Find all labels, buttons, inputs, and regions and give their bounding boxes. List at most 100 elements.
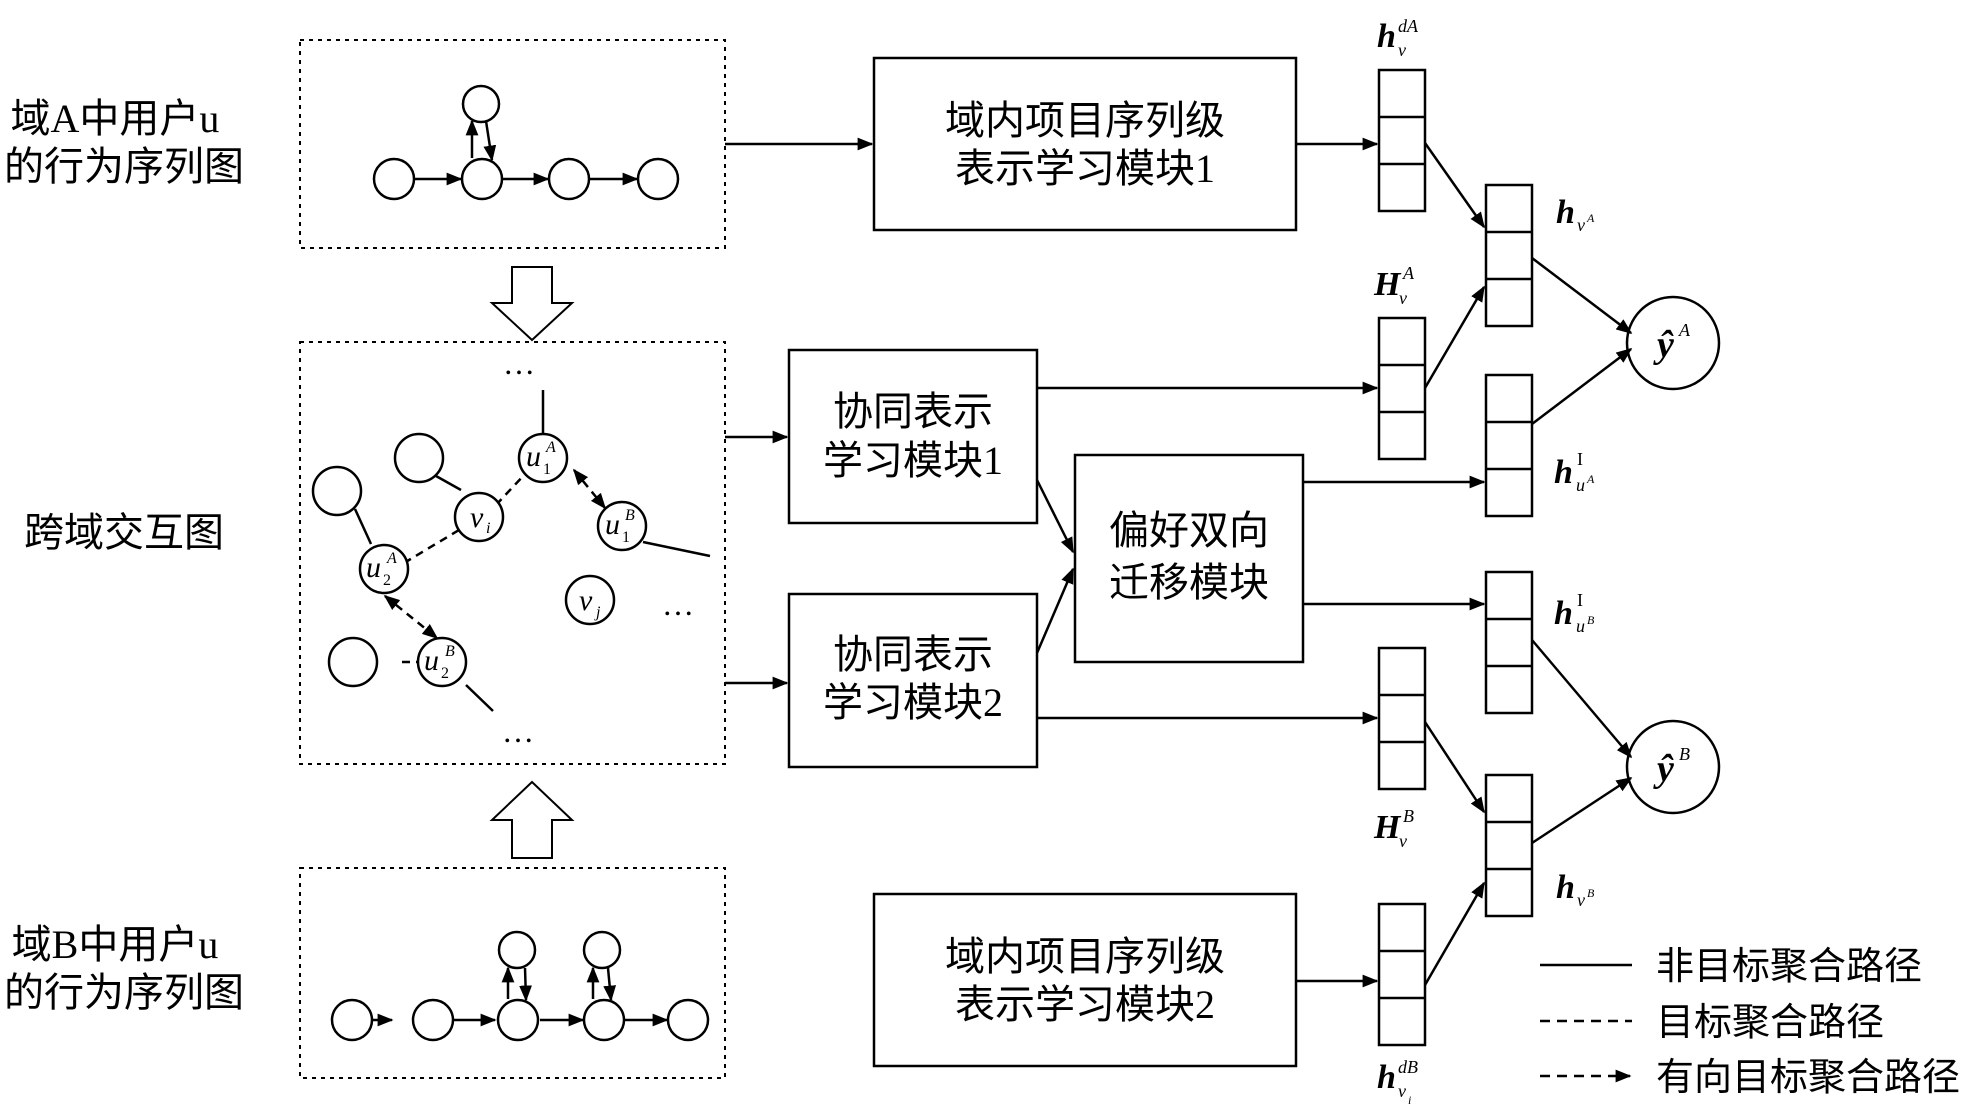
node-u1b-sup: B	[625, 507, 635, 524]
ellipsis-top: …	[503, 345, 535, 381]
node-u2b-sup: B	[445, 643, 455, 660]
cross-domain-label: 跨域交互图	[24, 510, 224, 555]
node-u2a-sup: A	[386, 550, 397, 567]
collab-2-line1: 协同表示	[833, 632, 993, 677]
vec-h-vB	[1484, 773, 1534, 918]
output-y-a-sup: A	[1678, 320, 1691, 340]
cross-node-top-left	[393, 432, 445, 484]
seq-b-node-1	[330, 998, 374, 1042]
lbl-H-v-A-sup: A	[1402, 263, 1415, 283]
intra-seq-2-line1: 域内项目序列级	[945, 934, 1225, 979]
connections	[725, 137, 1633, 988]
node-u2a-sub: 2	[383, 572, 391, 589]
lbl-h-vB-base: h	[1556, 869, 1575, 906]
cross-node-bottom-left	[327, 636, 379, 688]
lbl-H-v-A-sub: v	[1399, 288, 1407, 308]
intra-seq-module-2	[872, 892, 1298, 1068]
lbl-h-v-dA-sup: dA	[1398, 16, 1419, 36]
domain-a-label-line1: 域A中用户u	[11, 96, 220, 141]
vec-h-uB-I	[1484, 570, 1534, 715]
lbl-h-vi-dB-sub: v	[1398, 1081, 1406, 1101]
legend-solid-label: 非目标聚合路径	[1656, 946, 1922, 988]
node-vj-sub: j	[594, 604, 601, 621]
hollow-down-arrow	[489, 266, 575, 342]
domain-a-label-line2: 的行为序列图	[4, 144, 244, 189]
domain-b-label-line2: 的行为序列图	[4, 970, 244, 1015]
domain-a-sequence-graph	[372, 84, 680, 201]
vec-H-v-A	[1377, 316, 1427, 461]
node-u1a-sub: 1	[543, 461, 551, 478]
domain-b-sequence-graph	[330, 930, 710, 1042]
lbl-H-v-B-sup: B	[1403, 806, 1414, 826]
vec-h-uA-I	[1484, 373, 1534, 518]
lbl-h-vi-dB-subsub: i	[1408, 1093, 1411, 1107]
collab-1-line1: 协同表示	[833, 389, 993, 434]
vector-labels: h v dA h v A H v A h u A I h u B I H v B…	[1373, 16, 1595, 1107]
seq-a-node-4	[636, 157, 680, 201]
output-y-a	[1625, 295, 1721, 391]
cross-node-left	[311, 465, 363, 517]
pref-transfer-line2: 迁移模块	[1109, 560, 1269, 605]
node-u2a	[358, 543, 410, 595]
domain-b-graph-box	[299, 867, 726, 1079]
lbl-h-vA-base: h	[1556, 194, 1575, 231]
intra-seq-module-1	[872, 56, 1298, 232]
vec-H-v-B	[1377, 646, 1427, 791]
lbl-h-v-dA-base: h	[1377, 18, 1396, 55]
lbl-H-v-B-sub: v	[1399, 831, 1407, 851]
ellipsis-bottom: …	[502, 713, 534, 749]
lbl-h-vA-sub: v	[1577, 215, 1585, 235]
node-u1a-sup: A	[545, 439, 556, 456]
node-u1b	[596, 500, 648, 552]
seq-a-node-loop	[461, 84, 501, 124]
cross-domain-graph: v i v j u 1 A u 1 B u 2 A u 2 B … … …	[311, 345, 711, 749]
intra-seq-2-line2: 表示学习模块2	[955, 982, 1215, 1027]
domain-b-label-line1: 域B中用户u	[12, 922, 219, 967]
seq-b-node-loop-2	[582, 930, 622, 970]
vec-h-vi-dB	[1377, 902, 1427, 1047]
cross-domain-graph-box	[299, 341, 726, 765]
node-vi-label: v	[470, 501, 484, 534]
node-u2b-sub: 2	[441, 665, 449, 682]
lbl-h-vB-sub: v	[1577, 890, 1585, 910]
seq-a-node-3	[547, 157, 591, 201]
collab-2-line2: 学习模块2	[823, 680, 1003, 725]
intra-seq-1-line1: 域内项目序列级	[945, 98, 1225, 143]
output-y-b-sup: B	[1679, 744, 1690, 764]
node-vj-label: v	[579, 584, 593, 617]
lbl-h-uA-I-sup: I	[1577, 449, 1583, 469]
node-u1a-label: u	[526, 440, 541, 473]
node-u1a	[517, 432, 569, 484]
lbl-H-v-B-base: H	[1373, 809, 1402, 846]
node-u2a-label: u	[366, 551, 381, 584]
vector-stacks	[1377, 68, 1534, 1047]
node-vi	[453, 491, 505, 543]
lbl-h-uB-I-sub: u	[1576, 616, 1585, 636]
legend: 非目标聚合路径 目标聚合路径 有向目标聚合路径	[1540, 946, 1960, 1099]
node-u2b	[416, 636, 468, 688]
domain-a-graph-box	[299, 39, 726, 249]
lbl-h-v-dA-sub: v	[1398, 40, 1406, 60]
pref-transfer-module	[1073, 453, 1305, 664]
seq-b-node-5	[666, 998, 710, 1042]
intra-seq-1-line2: 表示学习模块1	[955, 146, 1215, 191]
vec-h-vA	[1484, 183, 1534, 328]
lbl-h-uB-I-base: h	[1554, 595, 1573, 632]
lbl-h-uB-I-subsup: B	[1587, 613, 1595, 627]
node-u1b-label: u	[605, 508, 620, 541]
ellipsis-right: …	[662, 586, 694, 622]
collab-module-2	[787, 592, 1039, 769]
lbl-h-uB-I-sup: I	[1577, 590, 1583, 610]
lbl-h-vi-dB-sup: dB	[1398, 1057, 1418, 1077]
node-u1b-sub: 1	[622, 529, 630, 546]
hollow-up-arrow	[489, 780, 575, 859]
lbl-h-vA-subsup: A	[1586, 211, 1595, 225]
lbl-h-uA-I-base: h	[1554, 454, 1573, 491]
seq-a-node-1	[372, 157, 416, 201]
node-u2b-label: u	[424, 644, 439, 677]
node-vi-sub: i	[486, 520, 490, 537]
collab-1-line2: 学习模块1	[823, 438, 1003, 483]
collab-module-1	[787, 348, 1039, 525]
seq-b-node-loop-1	[497, 930, 537, 970]
